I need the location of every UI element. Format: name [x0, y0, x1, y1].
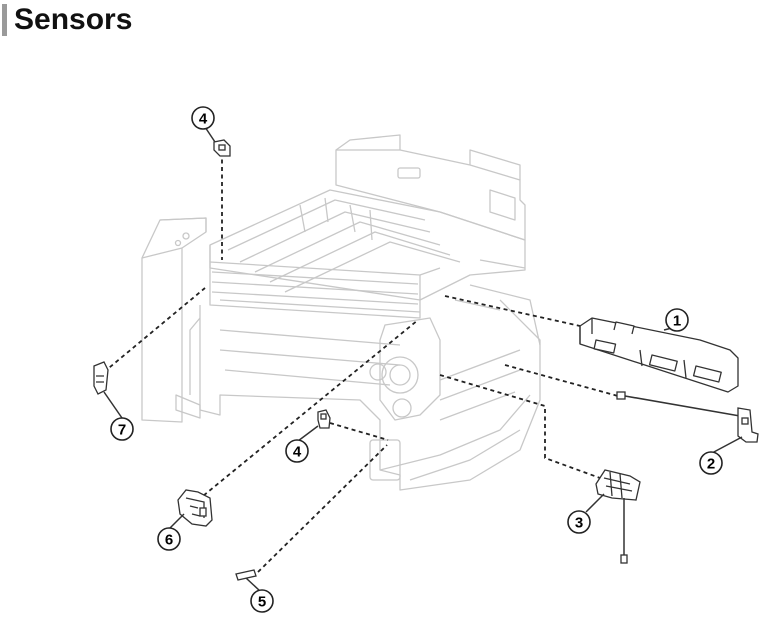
- leader-lines: [103, 152, 619, 573]
- callout-4-top: 4: [191, 106, 215, 130]
- callout-3: 3: [567, 510, 591, 534]
- title-accent-bar: [2, 4, 7, 36]
- sensor-board-part: [579, 317, 739, 393]
- page-title: Sensors: [14, 3, 133, 36]
- callout-1-label: 1: [673, 313, 681, 330]
- callout-7: 7: [110, 417, 134, 441]
- callout-4-mid: 4: [285, 439, 309, 463]
- callout-4-top-label: 4: [199, 111, 208, 128]
- sensor-6-part: [177, 489, 213, 527]
- callout-3-label: 3: [575, 515, 583, 532]
- page-header: Sensors: [0, 0, 132, 40]
- printer-frame: [141, 134, 541, 491]
- callout-2: 2: [699, 451, 723, 475]
- sensor-5-part: [235, 569, 257, 581]
- callout-5: 5: [250, 589, 274, 613]
- sensor-4-mid-part: [317, 409, 331, 429]
- sensor-7-part: [93, 361, 109, 395]
- cable-sensor-part: [616, 391, 759, 443]
- callout-6-label: 6: [165, 532, 173, 549]
- callout-1: 1: [665, 308, 689, 332]
- sensor-4-top-part: [213, 139, 231, 157]
- sensor-cluster-part: [595, 469, 641, 564]
- callout-4-mid-label: 4: [293, 444, 302, 461]
- callout-6: 6: [157, 527, 181, 551]
- callout-5-label: 5: [258, 594, 266, 611]
- callout-2-label: 2: [707, 456, 715, 473]
- callout-7-label: 7: [118, 422, 126, 439]
